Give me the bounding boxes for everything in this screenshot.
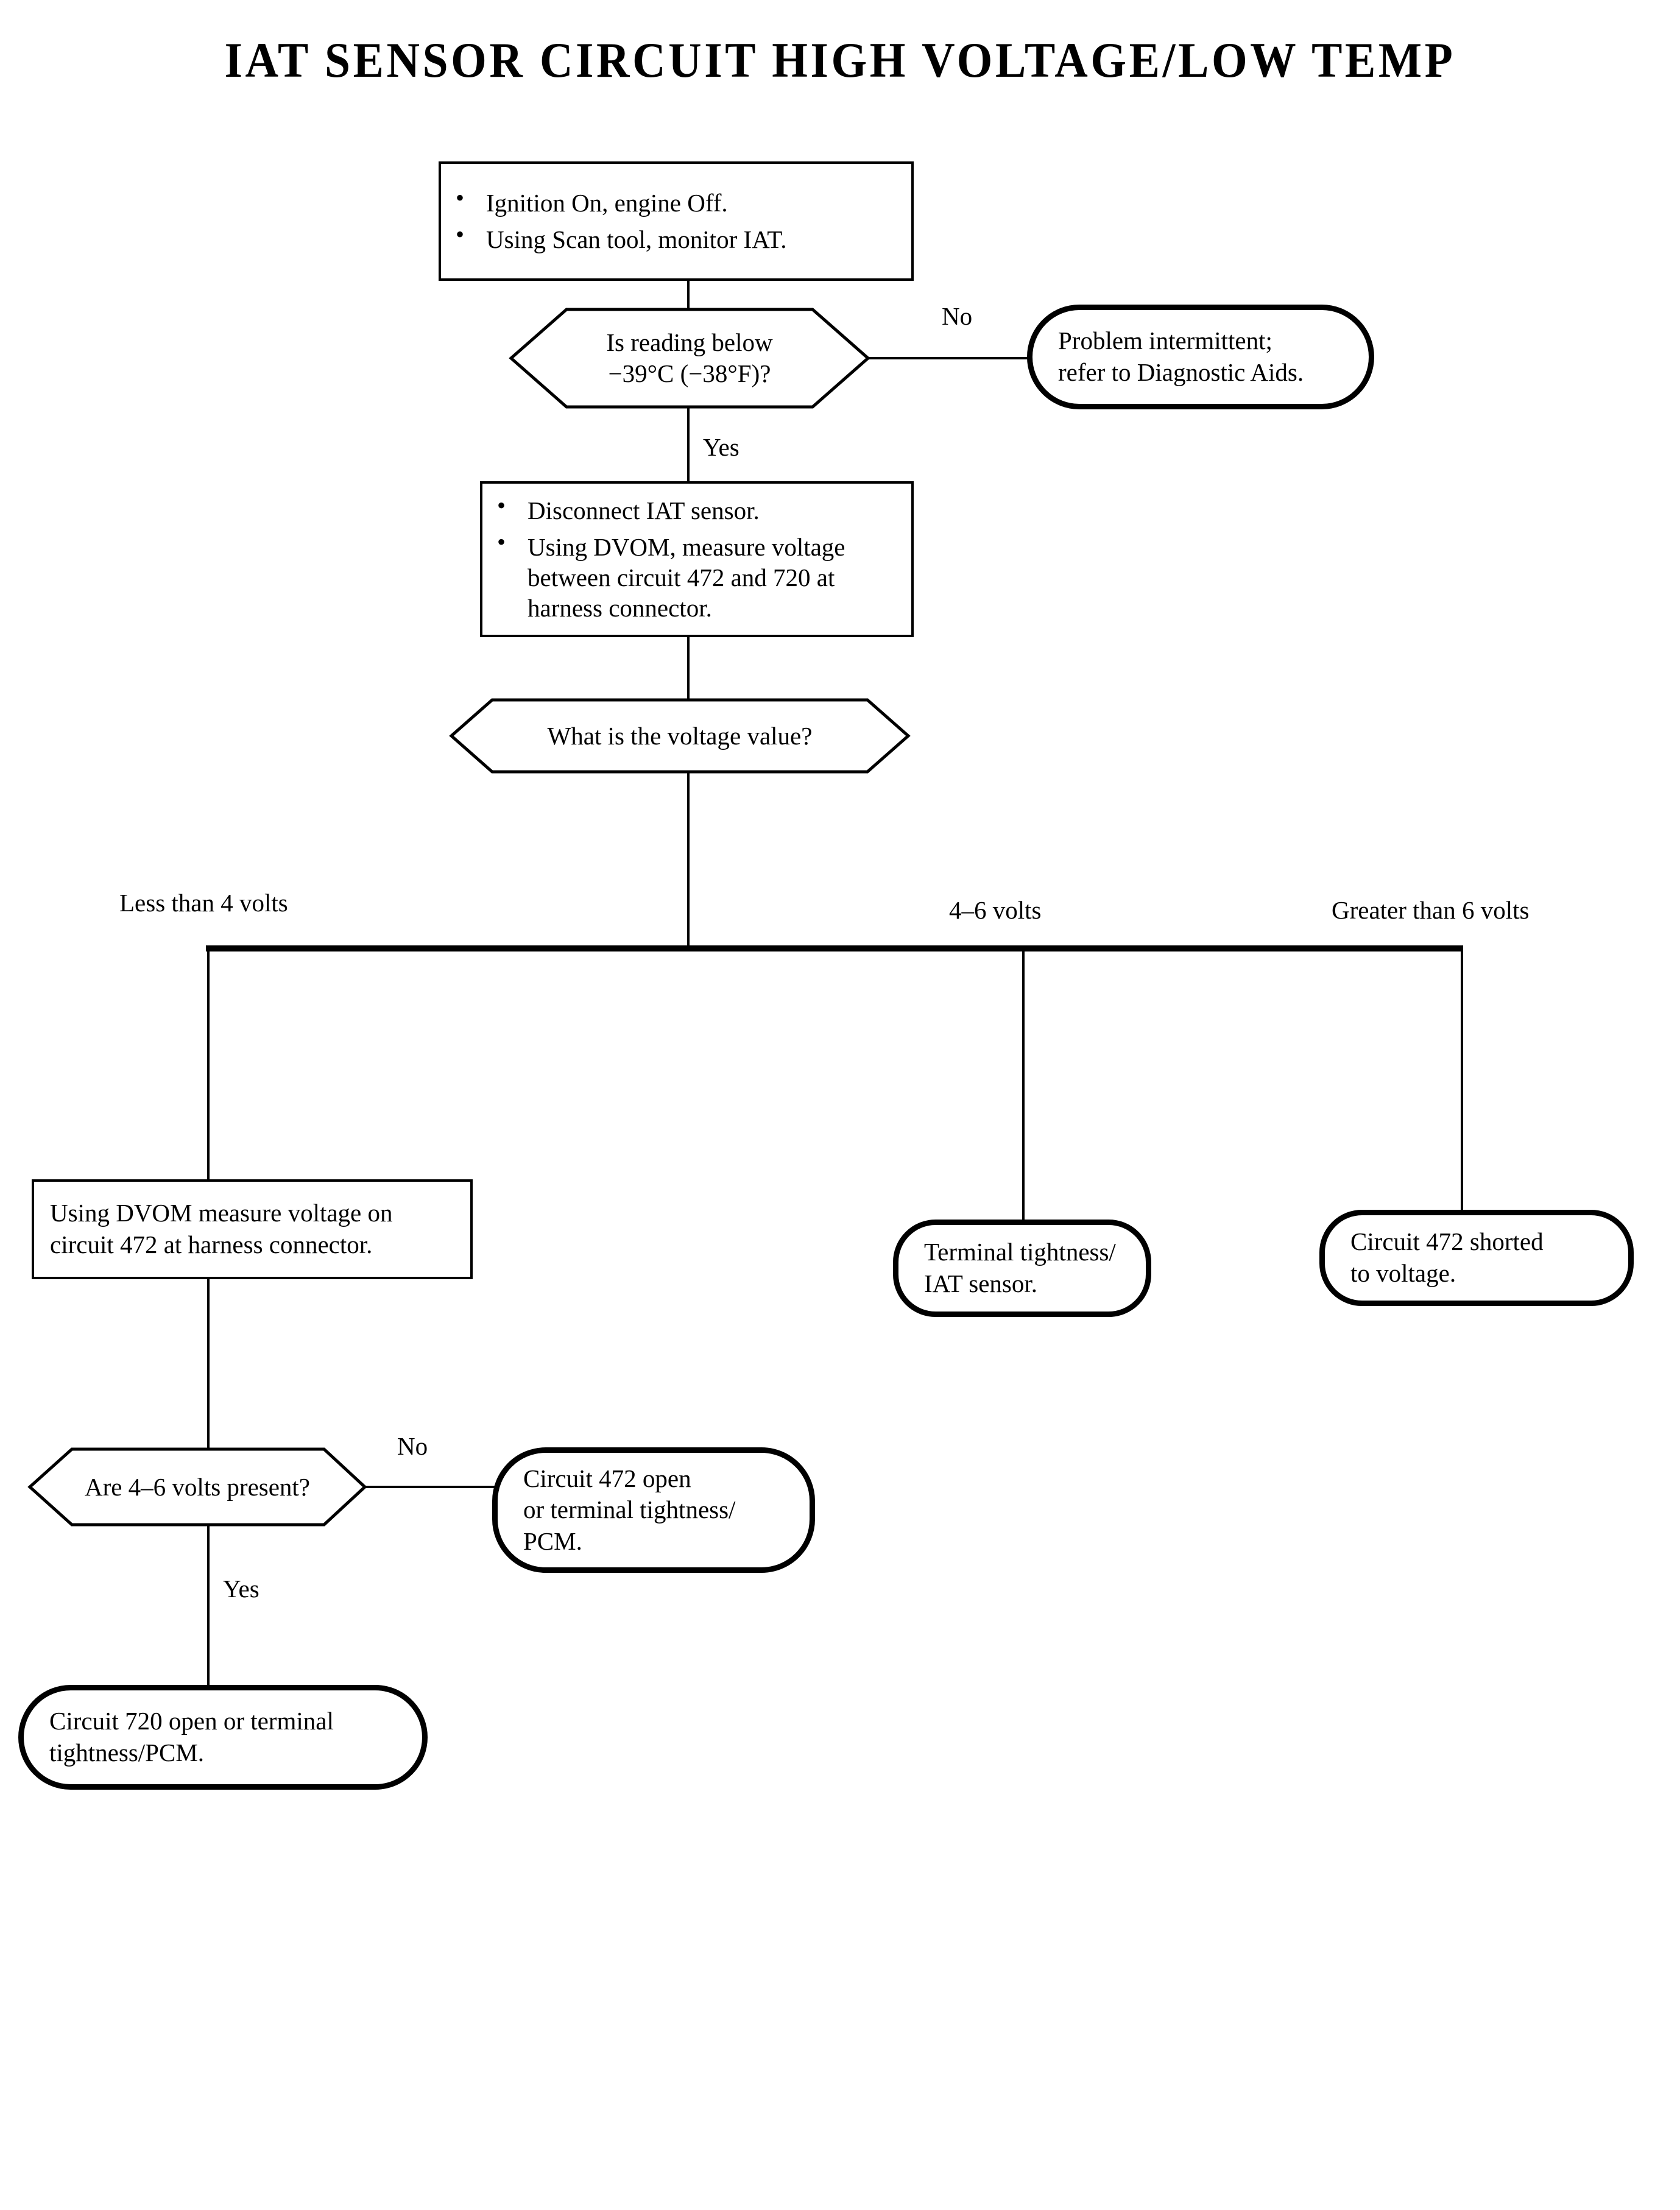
process-box-step1: Ignition On, engine Off. Using Scan tool… — [439, 161, 914, 281]
c472open-line1: Circuit 472 open — [523, 1464, 691, 1492]
step1-bullet-2: Using Scan tool, monitor IAT. — [441, 220, 911, 255]
terminator-terminal-tightness-iat-sensor: Terminal tightness/ IAT sensor. — [893, 1220, 1151, 1317]
terminal-tightness-line2: IAT sensor. — [924, 1269, 1038, 1297]
edge-label-decision1-yes: Yes — [703, 433, 739, 461]
decision-hexagon-4-6-volts-present: Are 4–6 volts present? — [27, 1447, 367, 1527]
decision-hexagon-reading-below-shape — [509, 308, 870, 409]
terminator-problem-intermittent-text: Problem intermittent; refer to Diagnosti… — [1032, 325, 1319, 388]
connector-step3-to-decision3 — [207, 1278, 210, 1450]
step3-text: Using DVOM measure voltage on circuit 47… — [34, 1198, 470, 1260]
process-box-step3-content: Using DVOM measure voltage on circuit 47… — [34, 1182, 470, 1277]
terminator-circuit-472-open: Circuit 472 open or terminal tightness/ … — [492, 1447, 815, 1573]
edge-label-decision1-no: No — [942, 302, 973, 330]
edge-label-decision3-yes: Yes — [223, 1575, 259, 1603]
intermittent-line1: Problem intermittent; — [1058, 327, 1272, 355]
step3-line1: Using DVOM measure voltage on — [50, 1199, 393, 1227]
decision-hexagon-4-6-volts-present-label: Are 4–6 volts present? — [28, 1447, 367, 1527]
connector-split-left-drop — [207, 949, 210, 1182]
process-box-step2-content: Disconnect IAT sensor. Using DVOM, measu… — [482, 484, 911, 635]
connector-decision2-to-split — [687, 772, 690, 949]
c720open-line2: tightness/PCM. — [49, 1739, 205, 1767]
process-box-step3: Using DVOM measure voltage on circuit 47… — [32, 1179, 473, 1279]
c472shorted-line2: to voltage. — [1350, 1259, 1456, 1287]
terminator-problem-intermittent: Problem intermittent; refer to Diagnosti… — [1027, 305, 1374, 409]
step3-line2: circuit 472 at harness connector. — [50, 1230, 373, 1259]
terminator-circuit-472-shorted: Circuit 472 shorted to voltage. — [1319, 1210, 1634, 1306]
decision-hexagon-reading-below: Is reading below −39°C (−38°F)? — [509, 308, 870, 409]
decision1-line2: −39°C (−38°F)? — [608, 359, 771, 387]
connector-split-right-drop — [1461, 949, 1463, 1212]
branch-label-4-to-6-volts: 4–6 volts — [949, 896, 1042, 924]
terminator-circuit-472-shorted-text: Circuit 472 shorted to voltage. — [1325, 1226, 1559, 1289]
step1-bullet-1: Ignition On, engine Off. — [441, 183, 911, 218]
decision-hexagon-voltage-value-label: What is the voltage value? — [450, 698, 910, 774]
c472open-line3: PCM. — [523, 1527, 582, 1555]
split-distribution-bar — [206, 945, 1463, 951]
decision-hexagon-4-6-volts-present-shape — [27, 1447, 367, 1527]
step2-bullet-2: Using DVOM, measure voltage between circ… — [482, 528, 911, 623]
c720open-line1: Circuit 720 open or terminal — [49, 1707, 334, 1735]
step2-bullet-list: Disconnect IAT sensor. Using DVOM, measu… — [482, 491, 911, 623]
process-box-step1-content: Ignition On, engine Off. Using Scan tool… — [441, 164, 911, 278]
terminator-circuit-720-open-text: Circuit 720 open or terminal tightness/P… — [24, 1706, 350, 1768]
decision-hexagon-reading-below-label: Is reading below −39°C (−38°F)? — [509, 308, 870, 409]
connector-split-middle-drop — [1022, 949, 1025, 1222]
terminator-terminal-tightness-text: Terminal tightness/ IAT sensor. — [898, 1237, 1132, 1299]
page-title: IAT SENSOR CIRCUIT HIGH VOLTAGE/LOW TEMP — [224, 32, 1456, 88]
terminal-tightness-line1: Terminal tightness/ — [924, 1238, 1116, 1266]
terminator-circuit-720-open: Circuit 720 open or terminal tightness/P… — [18, 1685, 428, 1790]
process-box-step2: Disconnect IAT sensor. Using DVOM, measu… — [480, 481, 914, 637]
branch-label-greater-than-6-volts: Greater than 6 volts — [1332, 896, 1530, 924]
step1-bullet-list: Ignition On, engine Off. Using Scan tool… — [441, 183, 911, 255]
connector-decision3-no — [363, 1486, 495, 1488]
decision3-line1: Are 4–6 volts present? — [84, 1472, 311, 1501]
edge-label-decision3-no: No — [397, 1432, 428, 1460]
intermittent-line2: refer to Diagnostic Aids. — [1058, 358, 1304, 386]
connector-step1-to-decision1 — [687, 280, 690, 309]
c472open-line2: or terminal tightness/ — [523, 1495, 736, 1524]
connector-decision1-yes — [687, 407, 690, 482]
decision2-line1: What is the voltage value? — [547, 721, 813, 750]
branch-label-less-than-4-volts: Less than 4 volts — [119, 889, 288, 917]
decision1-line1: Is reading below — [606, 328, 773, 357]
connector-step2-to-decision2 — [687, 636, 690, 699]
step2-bullet-1: Disconnect IAT sensor. — [482, 491, 911, 526]
connector-decision3-yes — [207, 1525, 210, 1686]
c472shorted-line1: Circuit 472 shorted — [1350, 1227, 1544, 1256]
connector-decision1-no — [866, 357, 1029, 359]
decision-hexagon-voltage-value-shape — [449, 698, 911, 774]
terminator-circuit-472-open-text: Circuit 472 open or terminal tightness/ … — [498, 1463, 751, 1558]
decision-hexagon-voltage-value: What is the voltage value? — [449, 698, 911, 774]
